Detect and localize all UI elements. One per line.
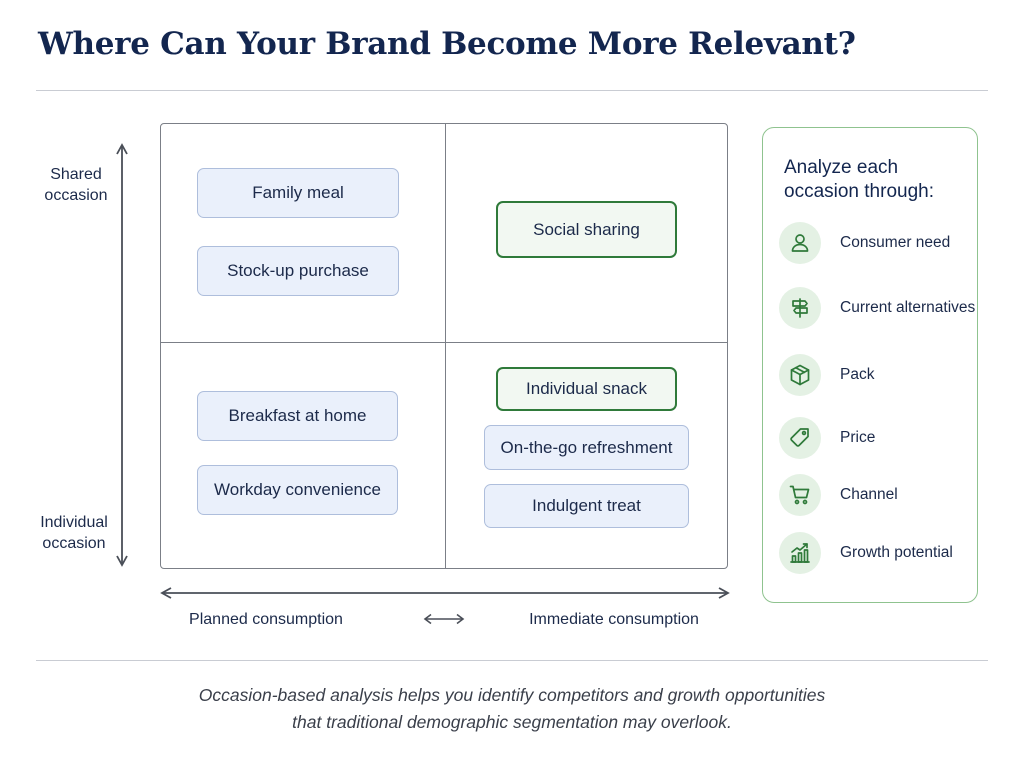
footer-divider — [36, 660, 988, 661]
criterion-label: Price — [840, 429, 876, 446]
shopping-cart-icon — [779, 474, 821, 516]
criterion-consumer-need: Consumer need — [779, 222, 950, 264]
matrix-horizontal-divider — [161, 342, 727, 343]
occasion-matrix — [160, 123, 728, 569]
double-arrow-icon — [423, 613, 465, 625]
footnote: Occasion-based analysis helps you identi… — [198, 685, 826, 732]
page-title: Where Can Your Brand Become More Relevan… — [38, 26, 856, 62]
growth-chart-icon — [779, 532, 821, 574]
panel-title: Analyze each occasion through: — [784, 157, 934, 202]
criterion-label: Growth potential — [840, 544, 953, 561]
criterion-label: Current alternatives — [840, 299, 976, 316]
analysis-panel: Analyze each occasion through: Consumer … — [762, 127, 978, 603]
box-icon — [779, 354, 821, 396]
x-axis-right-label: Immediate consumption — [529, 611, 699, 628]
occasion-family-meal: Family meal — [197, 168, 399, 218]
x-axis-left-label: Planned consumption — [189, 611, 343, 628]
occasion-social-sharing: Social sharing — [496, 201, 677, 258]
criterion-pack: Pack — [779, 354, 874, 396]
occasion-on-the-go-refreshment: On-the-go refreshment — [484, 425, 689, 470]
occasion-indulgent-treat: Indulgent treat — [484, 484, 689, 528]
criterion-channel: Channel — [779, 474, 898, 516]
criterion-label: Consumer need — [840, 234, 951, 251]
criterion-label: Channel — [840, 486, 898, 503]
matrix-vertical-divider — [445, 124, 446, 568]
occasion-breakfast-at-home: Breakfast at home — [197, 391, 398, 441]
criterion-label: Pack — [840, 366, 875, 383]
criterion-growth-potential: Growth potential — [779, 532, 953, 574]
y-axis-bottom-label: Individual occasion — [40, 514, 108, 552]
criterion-current-alternatives: Current alternatives — [779, 287, 975, 329]
y-axis-arrow — [116, 143, 128, 567]
price-tag-icon — [779, 417, 821, 459]
criterion-price: Price — [779, 417, 875, 459]
signpost-icon — [779, 287, 821, 329]
title-divider — [36, 90, 988, 91]
occasion-workday-convenience: Workday convenience — [197, 465, 398, 515]
occasion-stock-up-purchase: Stock-up purchase — [197, 246, 399, 296]
person-icon — [779, 222, 821, 264]
occasion-individual-snack: Individual snack — [496, 367, 677, 411]
x-axis-arrow — [160, 587, 730, 599]
y-axis-top-label: Shared occasion — [44, 166, 108, 204]
